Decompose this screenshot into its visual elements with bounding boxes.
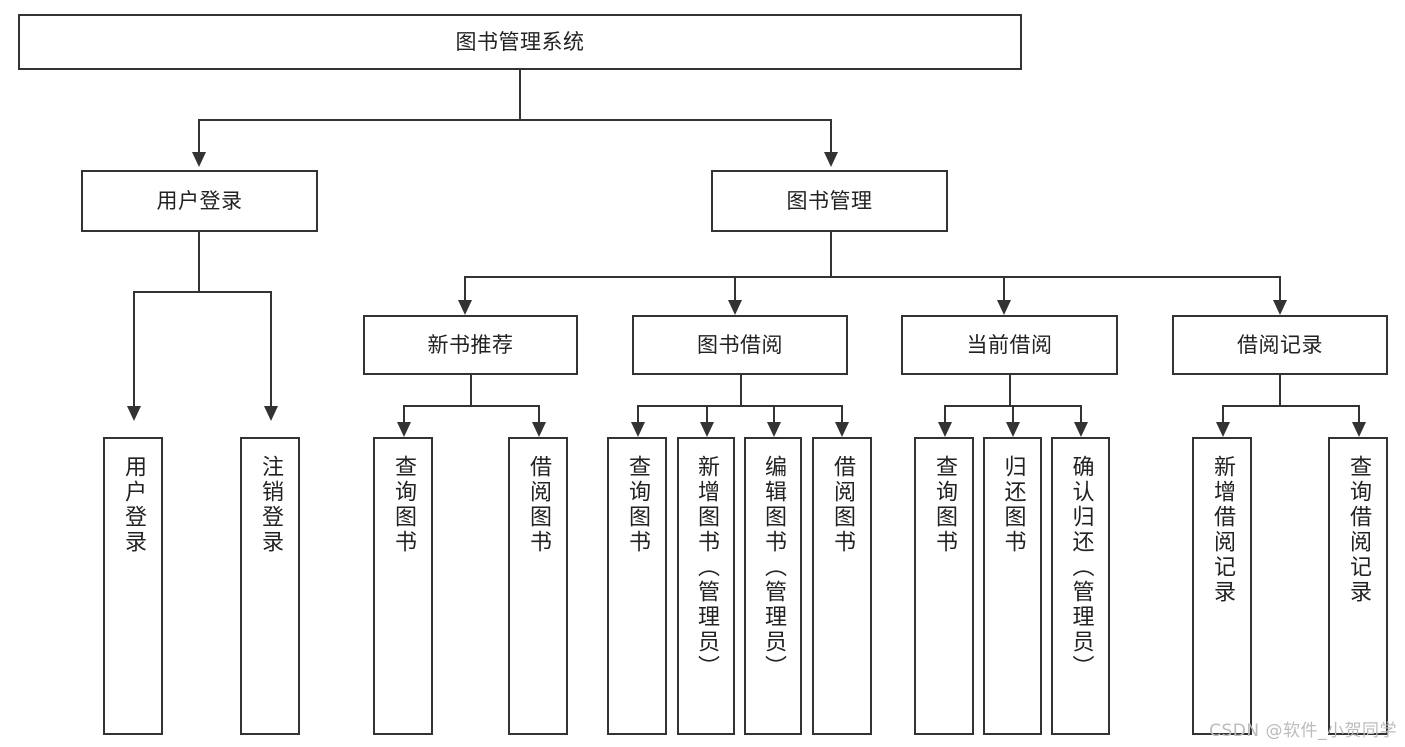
- leaf-borrow-books-borrow[interactable]: 借阅图书: [812, 437, 872, 735]
- connector-cb-child1: [944, 405, 946, 422]
- connector-book-borrow-bar: [637, 405, 842, 407]
- connector-user-login-stem: [198, 232, 200, 292]
- arrowhead-down-icon: [1074, 422, 1088, 437]
- arrowhead-down-icon: [397, 422, 411, 437]
- leaf-return-books[interactable]: 归还图书: [983, 437, 1042, 735]
- leaf-query-books-borrow[interactable]: 查询图书: [607, 437, 667, 735]
- arrowhead-down-icon: [532, 422, 546, 437]
- arrowhead-down-icon: [1273, 300, 1287, 315]
- node-user-login[interactable]: 用户登录: [81, 170, 318, 232]
- leaf-user-login[interactable]: 用户登录: [103, 437, 163, 735]
- arrowhead-down-icon: [127, 406, 141, 421]
- connector-user-login-child1: [133, 291, 135, 406]
- node-label: 图书管理系统: [455, 29, 585, 54]
- csdn-watermark: CSDN @软件_小贺同学: [1209, 721, 1397, 741]
- arrowhead-down-icon: [767, 422, 781, 437]
- connector-bb-child2: [706, 405, 708, 422]
- arrowhead-down-icon: [938, 422, 952, 437]
- arrowhead-down-icon: [458, 300, 472, 315]
- connector-bm-child4: [1279, 276, 1281, 300]
- leaf-edit-book-admin[interactable]: 编辑图书（管理员）: [744, 437, 802, 735]
- connector-root-stem: [519, 70, 521, 120]
- connector-new-books-bar: [403, 405, 538, 407]
- arrowhead-down-icon: [728, 300, 742, 315]
- node-label: 图书借阅: [697, 332, 783, 357]
- node-label: 借阅记录: [1237, 332, 1323, 357]
- connector-bb-child3: [773, 405, 775, 422]
- connector-root-to-book-management: [830, 119, 832, 152]
- node-new-book-recommend[interactable]: 新书推荐: [363, 315, 578, 375]
- arrowhead-down-icon: [1352, 422, 1366, 437]
- arrowhead-down-icon: [1216, 422, 1230, 437]
- arrowhead-down-icon: [824, 152, 838, 167]
- connector-br-child1: [1222, 405, 1224, 422]
- arrowhead-down-icon: [631, 422, 645, 437]
- leaf-confirm-return-admin[interactable]: 确认归还（管理员）: [1051, 437, 1110, 735]
- connector-current-borrow-stem: [1009, 375, 1011, 406]
- connector-borrow-records-stem: [1279, 375, 1281, 406]
- connector-root-bar: [198, 119, 832, 121]
- node-book-borrow[interactable]: 图书借阅: [632, 315, 848, 375]
- node-label: 新书推荐: [427, 332, 514, 357]
- connector-root-to-user-login: [198, 119, 200, 152]
- arrowhead-down-icon: [700, 422, 714, 437]
- node-label: 借阅图书: [526, 455, 551, 555]
- connector-book-management-bar: [464, 276, 1280, 278]
- arrowhead-down-icon: [835, 422, 849, 437]
- leaf-logout-login[interactable]: 注销登录: [240, 437, 300, 735]
- leaf-borrow-books-newbooks[interactable]: 借阅图书: [508, 437, 568, 735]
- node-label: 图书管理: [786, 188, 873, 213]
- connector-user-login-child2: [270, 291, 272, 406]
- node-label: 查询图书: [932, 455, 957, 555]
- connector-br-child2: [1358, 405, 1360, 422]
- connector-nb-child2: [538, 405, 540, 422]
- connector-new-books-stem: [470, 375, 472, 406]
- connector-book-borrow-stem: [740, 375, 742, 406]
- connector-user-login-bar: [133, 291, 270, 293]
- arrowhead-down-icon: [1006, 422, 1020, 437]
- node-label: 新增借阅记录: [1210, 455, 1235, 605]
- node-label: 编辑图书（管理员）: [761, 455, 786, 680]
- node-current-borrow[interactable]: 当前借阅: [901, 315, 1118, 375]
- connector-borrow-records-bar: [1222, 405, 1358, 407]
- arrowhead-down-icon: [192, 152, 206, 167]
- node-label: 新增图书（管理员）: [694, 455, 719, 680]
- leaf-query-borrow-record[interactable]: 查询借阅记录: [1328, 437, 1388, 735]
- node-label: 用户登录: [156, 188, 243, 213]
- arrowhead-down-icon: [997, 300, 1011, 315]
- connector-bm-child1: [464, 276, 466, 300]
- leaf-add-book-admin[interactable]: 新增图书（管理员）: [677, 437, 735, 735]
- connector-nb-child1: [403, 405, 405, 422]
- connector-bm-child3: [1003, 276, 1005, 300]
- connector-bb-child1: [637, 405, 639, 422]
- node-label: 用户登录: [121, 455, 146, 555]
- connector-book-management-stem: [830, 232, 832, 277]
- leaf-query-books-current[interactable]: 查询图书: [914, 437, 974, 735]
- node-label: 查询图书: [625, 455, 650, 555]
- connector-bm-child2: [734, 276, 736, 300]
- node-label: 当前借阅: [966, 332, 1053, 357]
- node-label: 确认归还（管理员）: [1068, 455, 1094, 680]
- connector-cb-child3: [1080, 405, 1082, 422]
- node-label: 查询借阅记录: [1346, 455, 1371, 605]
- node-borrow-records[interactable]: 借阅记录: [1172, 315, 1388, 375]
- node-label: 归还图书: [1000, 455, 1026, 555]
- arrowhead-down-icon: [264, 406, 278, 421]
- connector-cb-child2: [1012, 405, 1014, 422]
- node-label: 查询图书: [391, 455, 416, 555]
- node-book-management[interactable]: 图书管理: [711, 170, 948, 232]
- node-label: 借阅图书: [830, 455, 855, 555]
- node-root-book-management-system[interactable]: 图书管理系统: [18, 14, 1022, 70]
- connector-bb-child4: [841, 405, 843, 422]
- leaf-add-borrow-record[interactable]: 新增借阅记录: [1192, 437, 1252, 735]
- node-label: 注销登录: [258, 455, 283, 555]
- leaf-query-books-newbooks[interactable]: 查询图书: [373, 437, 433, 735]
